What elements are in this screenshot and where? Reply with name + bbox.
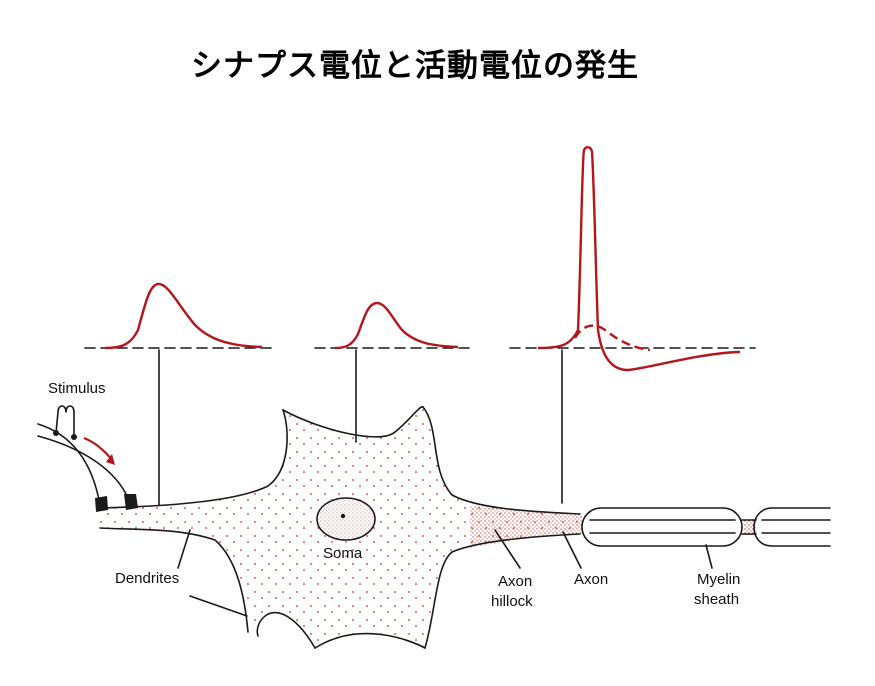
epsp-trace-soma [334,301,459,350]
soma-bottom-edge [314,632,426,649]
nucleolus [340,513,346,519]
dendrite-lower-edge [99,527,249,633]
dendrite-upper-edge [99,409,288,509]
electrode-tip-1 [95,496,108,512]
page-title: シナプス電位と活動電位の発生 [191,48,639,84]
dendrite-lower-branch [256,611,316,649]
stimulus-electrode [37,405,138,512]
stimulator-coil [55,405,75,438]
label-soma: Soma [323,545,363,562]
axon-hillock-stipple [470,505,582,548]
dendrite-recording [84,282,276,506]
stimulus-wire-1 [37,423,101,506]
label-stimulus: Stimulus [48,380,106,397]
stimulus-wire-2 [37,435,131,504]
label-axon: Axon [574,571,608,588]
label-dendrites: Dendrites [115,570,179,587]
soma-right-bottom-edge [424,533,581,649]
neuron [99,406,831,649]
myelin-segment-1 [581,507,743,547]
myelin-segment-2 [753,507,831,547]
label-myelin-line1: Myelin [697,571,740,588]
soma-right-top-edge [422,406,581,515]
label-axon-hillock-line2: hillock [491,593,533,610]
action-potential-trace [537,146,741,372]
axon-recording [509,146,756,504]
stimulus-arrow-head [106,454,115,465]
node-of-ranvier [744,520,756,535]
subthreshold-epsp-dashed [573,324,651,352]
label-axon-hillock-line1: Axon [498,573,532,590]
electrode-tip-2 [124,494,138,510]
soma-top-edge [282,406,424,438]
label-myelin-line2: sheath [694,591,739,608]
soma-recording [314,301,476,443]
leader-lines [177,529,713,617]
epsp-trace-dendrite [104,282,263,350]
